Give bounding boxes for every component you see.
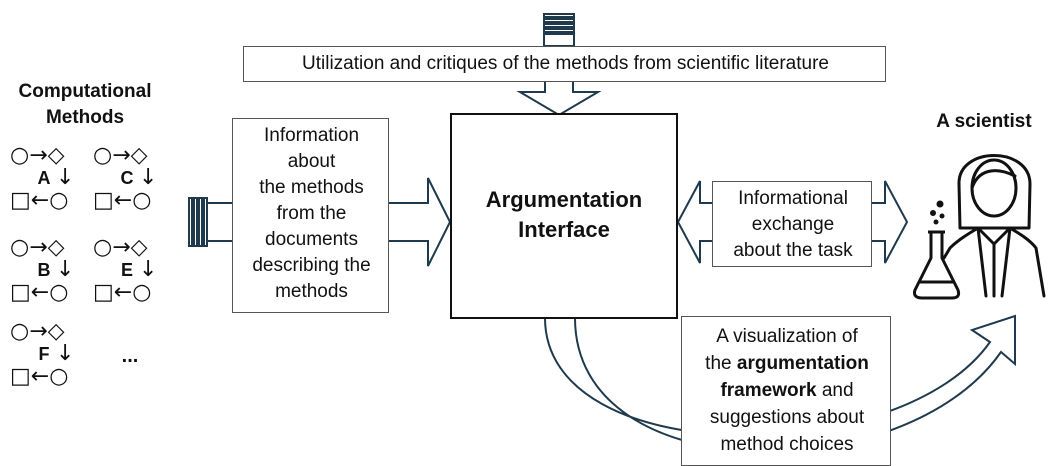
method-f-down-arrow-icon: ↓: [56, 341, 75, 366]
visualization-line2-bold: argumentation: [736, 353, 869, 374]
method-c-letter: C: [120, 168, 134, 188]
method-e-bottom-row: □←○: [93, 280, 152, 305]
visualization-line4: suggestions about: [709, 407, 865, 428]
information-line: methods: [275, 281, 348, 302]
method-f-bottom-row: □←○: [10, 364, 69, 389]
scientist-title: A scientist: [936, 111, 1032, 132]
exchange-line: about the task: [733, 240, 853, 261]
literature-text: Utilization and critiques of the methods…: [302, 53, 829, 74]
method-a-bottom-row: □←○: [10, 188, 69, 213]
visualization-line3-bold: framework: [720, 380, 817, 401]
information-line: describing the: [252, 255, 371, 276]
method-b-down-arrow-icon: ↓: [56, 257, 75, 282]
method-b-bottom-row: □←○: [10, 280, 69, 305]
method-f: ○→◇ F ↓ □←○: [10, 320, 80, 392]
method-e-down-arrow-icon: ↓: [139, 257, 158, 282]
flask-icon: [913, 230, 961, 300]
method-e-top-row: ○→◇: [93, 235, 148, 260]
method-c: ○→◇ C ↓ □←○: [93, 144, 163, 216]
visualization-text: A visualization of the argumentation fra…: [682, 323, 892, 458]
computational-methods-title-line1: Computational: [18, 81, 152, 102]
method-f-letter: F: [38, 344, 50, 364]
information-line: from the: [276, 203, 347, 224]
computational-methods-title: Computational Methods: [0, 79, 170, 131]
visualization-line2: the argumentation: [682, 350, 892, 377]
method-a-letter: A: [37, 168, 51, 188]
exchange-line: exchange: [751, 214, 835, 235]
method-c-down-arrow-icon: ↓: [139, 165, 158, 190]
method-b-top-row: ○→◇: [10, 235, 65, 260]
information-box: Information about the methods from the d…: [232, 118, 389, 313]
literature-down-arrow: [516, 80, 602, 117]
method-e-letter: E: [120, 260, 133, 280]
visualization-line3: framework and: [682, 377, 892, 404]
method-b: ○→◇ B ↓ □←○: [10, 236, 80, 308]
exchange-box: Informational exchange about the task: [712, 181, 872, 267]
argumentation-interface-title-line2: Interface: [518, 217, 610, 242]
argumentation-interface-box: Argumentation Interface: [450, 113, 678, 319]
information-text: Information about the methods from the d…: [233, 123, 390, 305]
argumentation-interface-title-line1: Argumentation: [485, 187, 643, 212]
flask-bubbles-icon: [930, 200, 945, 225]
method-a: ○→◇ A ↓ □←○: [10, 144, 80, 216]
method-e: ○→◇ E ↓ □←○: [93, 236, 163, 308]
argumentation-interface-title: Argumentation Interface: [452, 185, 676, 245]
method-a-top-row: ○→◇: [10, 143, 65, 168]
exchange-text: Informational exchange about the task: [713, 186, 873, 264]
exchange-line: Informational: [738, 188, 848, 209]
information-line: about: [287, 151, 336, 172]
information-line: Information: [263, 125, 360, 146]
information-line: documents: [265, 229, 358, 250]
method-f-top-row: ○→◇: [10, 319, 65, 344]
scientist-icon: [942, 154, 1046, 298]
method-b-letter: B: [37, 260, 51, 280]
document-connector: [207, 202, 232, 242]
information-right-arrow: [388, 177, 452, 267]
method-a-down-arrow-icon: ↓: [56, 165, 75, 190]
visualization-curved-arrow: [543, 314, 1016, 453]
visualization-box: A visualization of the argumentation fra…: [681, 316, 891, 466]
visualization-line5: method choices: [720, 434, 854, 455]
left-document-stack-icon: [188, 197, 208, 247]
information-line: the methods: [259, 177, 364, 198]
methods-ellipsis: ...: [121, 345, 139, 367]
visualization-line3-post: and: [816, 380, 854, 401]
computational-methods-title-line2: Methods: [45, 107, 125, 128]
method-c-bottom-row: □←○: [93, 188, 152, 213]
visualization-line1: A visualization of: [716, 326, 858, 347]
visualization-line2-pre: the: [705, 353, 737, 374]
literature-box: Utilization and critiques of the methods…: [243, 46, 886, 82]
top-document-stack-icon: [543, 13, 575, 47]
method-c-top-row: ○→◇: [93, 143, 148, 168]
